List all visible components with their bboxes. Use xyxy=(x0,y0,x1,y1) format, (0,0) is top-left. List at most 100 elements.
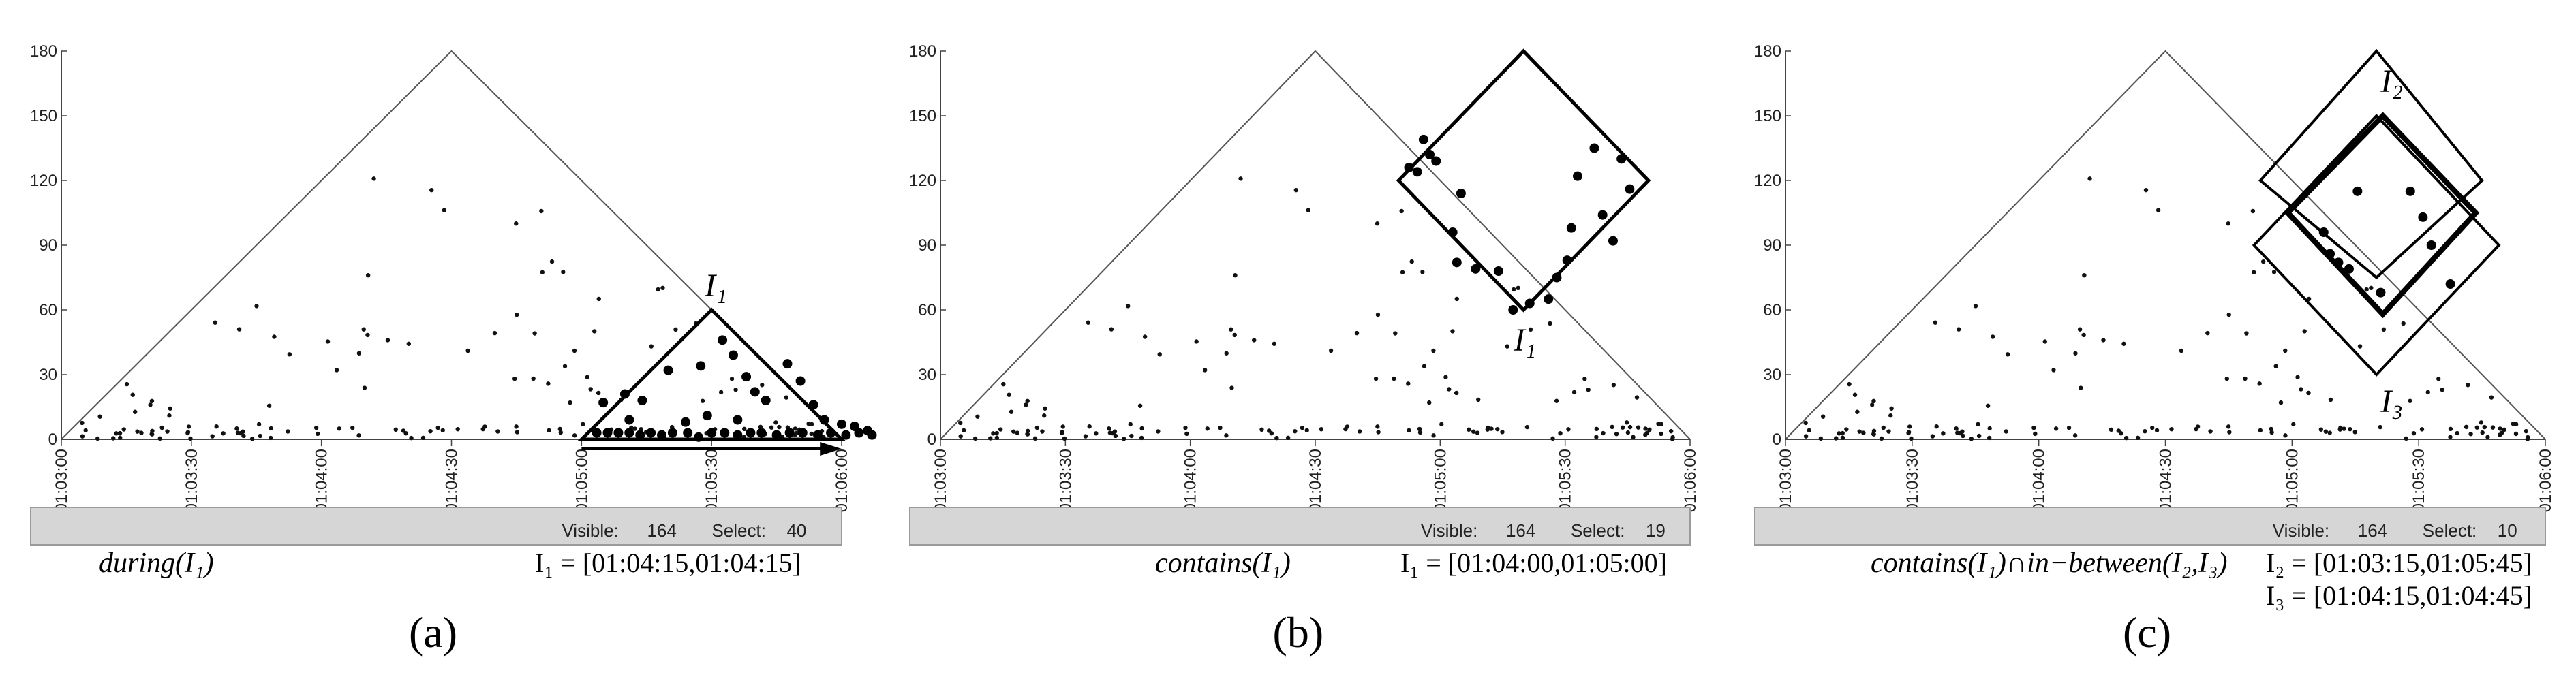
status-bar xyxy=(909,507,1691,546)
data-point xyxy=(1306,208,1310,212)
data-point xyxy=(1611,383,1616,388)
data-point xyxy=(1961,433,1965,439)
panel-label: (c) xyxy=(2123,608,2171,657)
selected-point xyxy=(592,428,602,438)
data-point xyxy=(1476,397,1481,402)
data-point xyxy=(1285,435,1291,441)
data-point xyxy=(1987,435,1992,441)
selected-point xyxy=(795,376,806,386)
data-point xyxy=(1422,364,1427,368)
y-tick-label: 150 xyxy=(909,107,936,125)
data-point xyxy=(1409,259,1414,264)
data-point xyxy=(994,435,1000,440)
data-point xyxy=(2348,426,2352,432)
data-point xyxy=(514,424,519,429)
data-point xyxy=(2271,270,2277,274)
data-point xyxy=(1659,422,1663,427)
data-point xyxy=(1224,351,1229,356)
data-point xyxy=(1941,431,1946,436)
data-point xyxy=(2440,388,2444,392)
y-tick-label: 120 xyxy=(30,172,57,190)
data-point xyxy=(1399,208,1404,214)
data-point xyxy=(1300,425,1305,430)
data-point xyxy=(371,176,376,181)
data-point xyxy=(1375,312,1381,317)
x-tick-label: 01:05:00 xyxy=(2283,449,2301,512)
data-point xyxy=(2499,430,2504,435)
data-point xyxy=(2250,208,2256,214)
selected-point xyxy=(683,428,693,438)
data-point xyxy=(2466,383,2470,388)
query-caption: contains(I₁) xyxy=(1155,548,1291,579)
interval-text: I₁ = [01:04:00,01:05:00] xyxy=(1400,548,1667,578)
x-tick-label: 01:04:30 xyxy=(1306,449,1325,512)
selected-point xyxy=(657,430,667,440)
data-point xyxy=(287,352,292,357)
status-bar xyxy=(1754,507,2546,546)
data-point xyxy=(546,381,551,386)
data-point xyxy=(361,327,366,332)
selected-point xyxy=(624,428,634,438)
data-point xyxy=(2123,435,2129,441)
data-point xyxy=(2269,430,2274,435)
panel-label: (b) xyxy=(1273,608,1324,657)
interval-text: I₃ = [01:04:15,01:04:45] xyxy=(2266,580,2532,611)
y-tick-label: 30 xyxy=(918,366,936,384)
selected-point xyxy=(1597,210,1608,220)
data-point xyxy=(1439,422,1444,427)
data-point xyxy=(185,430,190,436)
data-point xyxy=(561,270,566,274)
data-point xyxy=(1406,381,1411,386)
data-point xyxy=(2352,430,2357,435)
selected-point xyxy=(667,428,677,438)
data-point xyxy=(334,368,339,373)
data-point xyxy=(249,437,255,441)
data-point xyxy=(1043,406,1047,411)
data-point xyxy=(286,429,290,434)
data-point xyxy=(2051,368,2056,373)
data-point xyxy=(2318,427,2324,432)
data-point xyxy=(1807,428,1811,433)
data-point xyxy=(80,434,85,439)
data-point xyxy=(2283,348,2288,353)
x-tick-label: 01:03:00 xyxy=(1777,449,1795,512)
data-point xyxy=(130,392,135,397)
data-point xyxy=(2364,287,2369,292)
data-point xyxy=(2179,348,2184,353)
data-point xyxy=(149,432,154,437)
data-point xyxy=(2381,327,2387,332)
x-tick-label: 01:06:00 xyxy=(1681,449,1700,512)
data-point xyxy=(256,422,262,427)
query-region-label-i2: I₂ xyxy=(2380,63,2403,99)
selected-point xyxy=(850,422,860,431)
status-bar xyxy=(30,507,842,546)
data-point xyxy=(777,424,782,430)
data-point xyxy=(1987,426,1992,431)
data-point xyxy=(1548,321,1552,326)
selected-point xyxy=(1566,223,1576,233)
data-point xyxy=(1582,377,1587,381)
visible-count: 164 xyxy=(2358,520,2387,541)
data-point xyxy=(385,338,390,343)
data-point xyxy=(2066,425,2072,430)
data-point xyxy=(406,341,412,346)
data-point xyxy=(356,433,361,438)
data-point xyxy=(1475,430,1480,435)
data-point xyxy=(1620,425,1625,430)
data-point xyxy=(234,426,239,431)
data-point xyxy=(2087,176,2092,181)
data-point xyxy=(2482,424,2487,430)
y-tick-label: 150 xyxy=(30,107,57,125)
selected-point xyxy=(718,335,728,345)
visible-label: Visible: xyxy=(1421,520,1477,541)
data-point xyxy=(540,270,545,274)
data-point xyxy=(1450,329,1455,334)
y-tick-label: 30 xyxy=(1763,366,1781,384)
selected-point xyxy=(2405,186,2415,196)
data-point xyxy=(1558,431,1563,436)
data-point xyxy=(2227,430,2232,435)
data-point xyxy=(313,425,319,430)
data-point xyxy=(2302,329,2307,334)
data-point xyxy=(2327,430,2332,435)
